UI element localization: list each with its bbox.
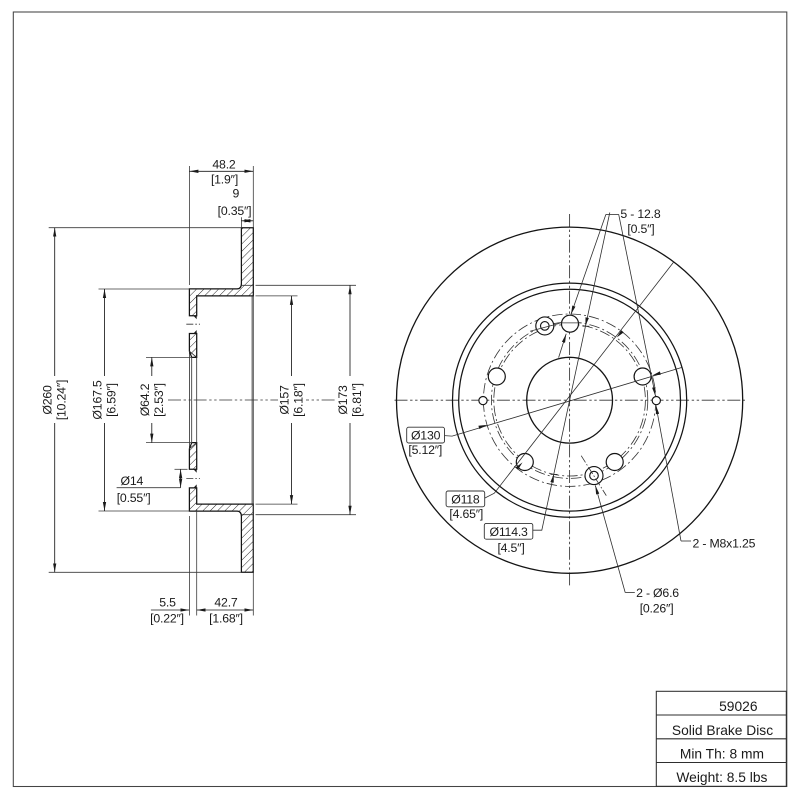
- svg-text:2 - M8x1.25: 2 - M8x1.25: [693, 537, 756, 551]
- svg-text:5 - 12.8: 5 - 12.8: [620, 207, 660, 221]
- svg-text:[1.68″]: [1.68″]: [209, 612, 243, 626]
- svg-text:Min Th: 8 mm: Min Th: 8 mm: [680, 747, 764, 762]
- svg-text:[4.65″]: [4.65″]: [449, 507, 483, 521]
- svg-text:Ø130: Ø130: [411, 429, 441, 443]
- svg-text:Ø157: Ø157: [278, 385, 292, 415]
- svg-text:Ø118: Ø118: [451, 492, 480, 506]
- svg-text:[0.26″]: [0.26″]: [640, 601, 674, 615]
- svg-text:Ø14: Ø14: [120, 474, 143, 488]
- svg-text:[2.53″]: [2.53″]: [152, 383, 166, 417]
- svg-text:Ø173: Ø173: [336, 385, 350, 415]
- svg-text:Ø64.2: Ø64.2: [138, 383, 152, 416]
- svg-text:Weight: 8.5 lbs: Weight: 8.5 lbs: [676, 770, 767, 785]
- svg-text:[5.12″]: [5.12″]: [408, 443, 442, 457]
- svg-text:48.2: 48.2: [212, 158, 235, 172]
- svg-text:5.5: 5.5: [159, 596, 176, 610]
- svg-text:[0.35″]: [0.35″]: [218, 204, 252, 218]
- svg-text:[6.81″]: [6.81″]: [350, 383, 364, 417]
- svg-text:59026: 59026: [719, 699, 758, 714]
- svg-text:Ø114.3: Ø114.3: [489, 525, 528, 539]
- svg-text:42.7: 42.7: [214, 596, 237, 610]
- svg-text:[4.5″]: [4.5″]: [497, 541, 524, 555]
- svg-text:[10.24″]: [10.24″]: [55, 380, 69, 420]
- svg-text:[0.5″]: [0.5″]: [627, 222, 654, 236]
- svg-text:[6.18″]: [6.18″]: [292, 383, 306, 417]
- svg-text:[0.22″]: [0.22″]: [150, 612, 184, 626]
- svg-text:2 - Ø6.6: 2 - Ø6.6: [636, 586, 679, 600]
- svg-text:[0.55″]: [0.55″]: [117, 491, 151, 505]
- svg-text:9: 9: [232, 187, 239, 201]
- svg-text:Ø260: Ø260: [41, 385, 55, 415]
- svg-text:[1.9″]: [1.9″]: [211, 173, 238, 187]
- svg-text:Ø167.5: Ø167.5: [91, 380, 105, 419]
- svg-text:[6.59″]: [6.59″]: [105, 383, 119, 417]
- svg-text:Solid Brake Disc: Solid Brake Disc: [672, 723, 773, 738]
